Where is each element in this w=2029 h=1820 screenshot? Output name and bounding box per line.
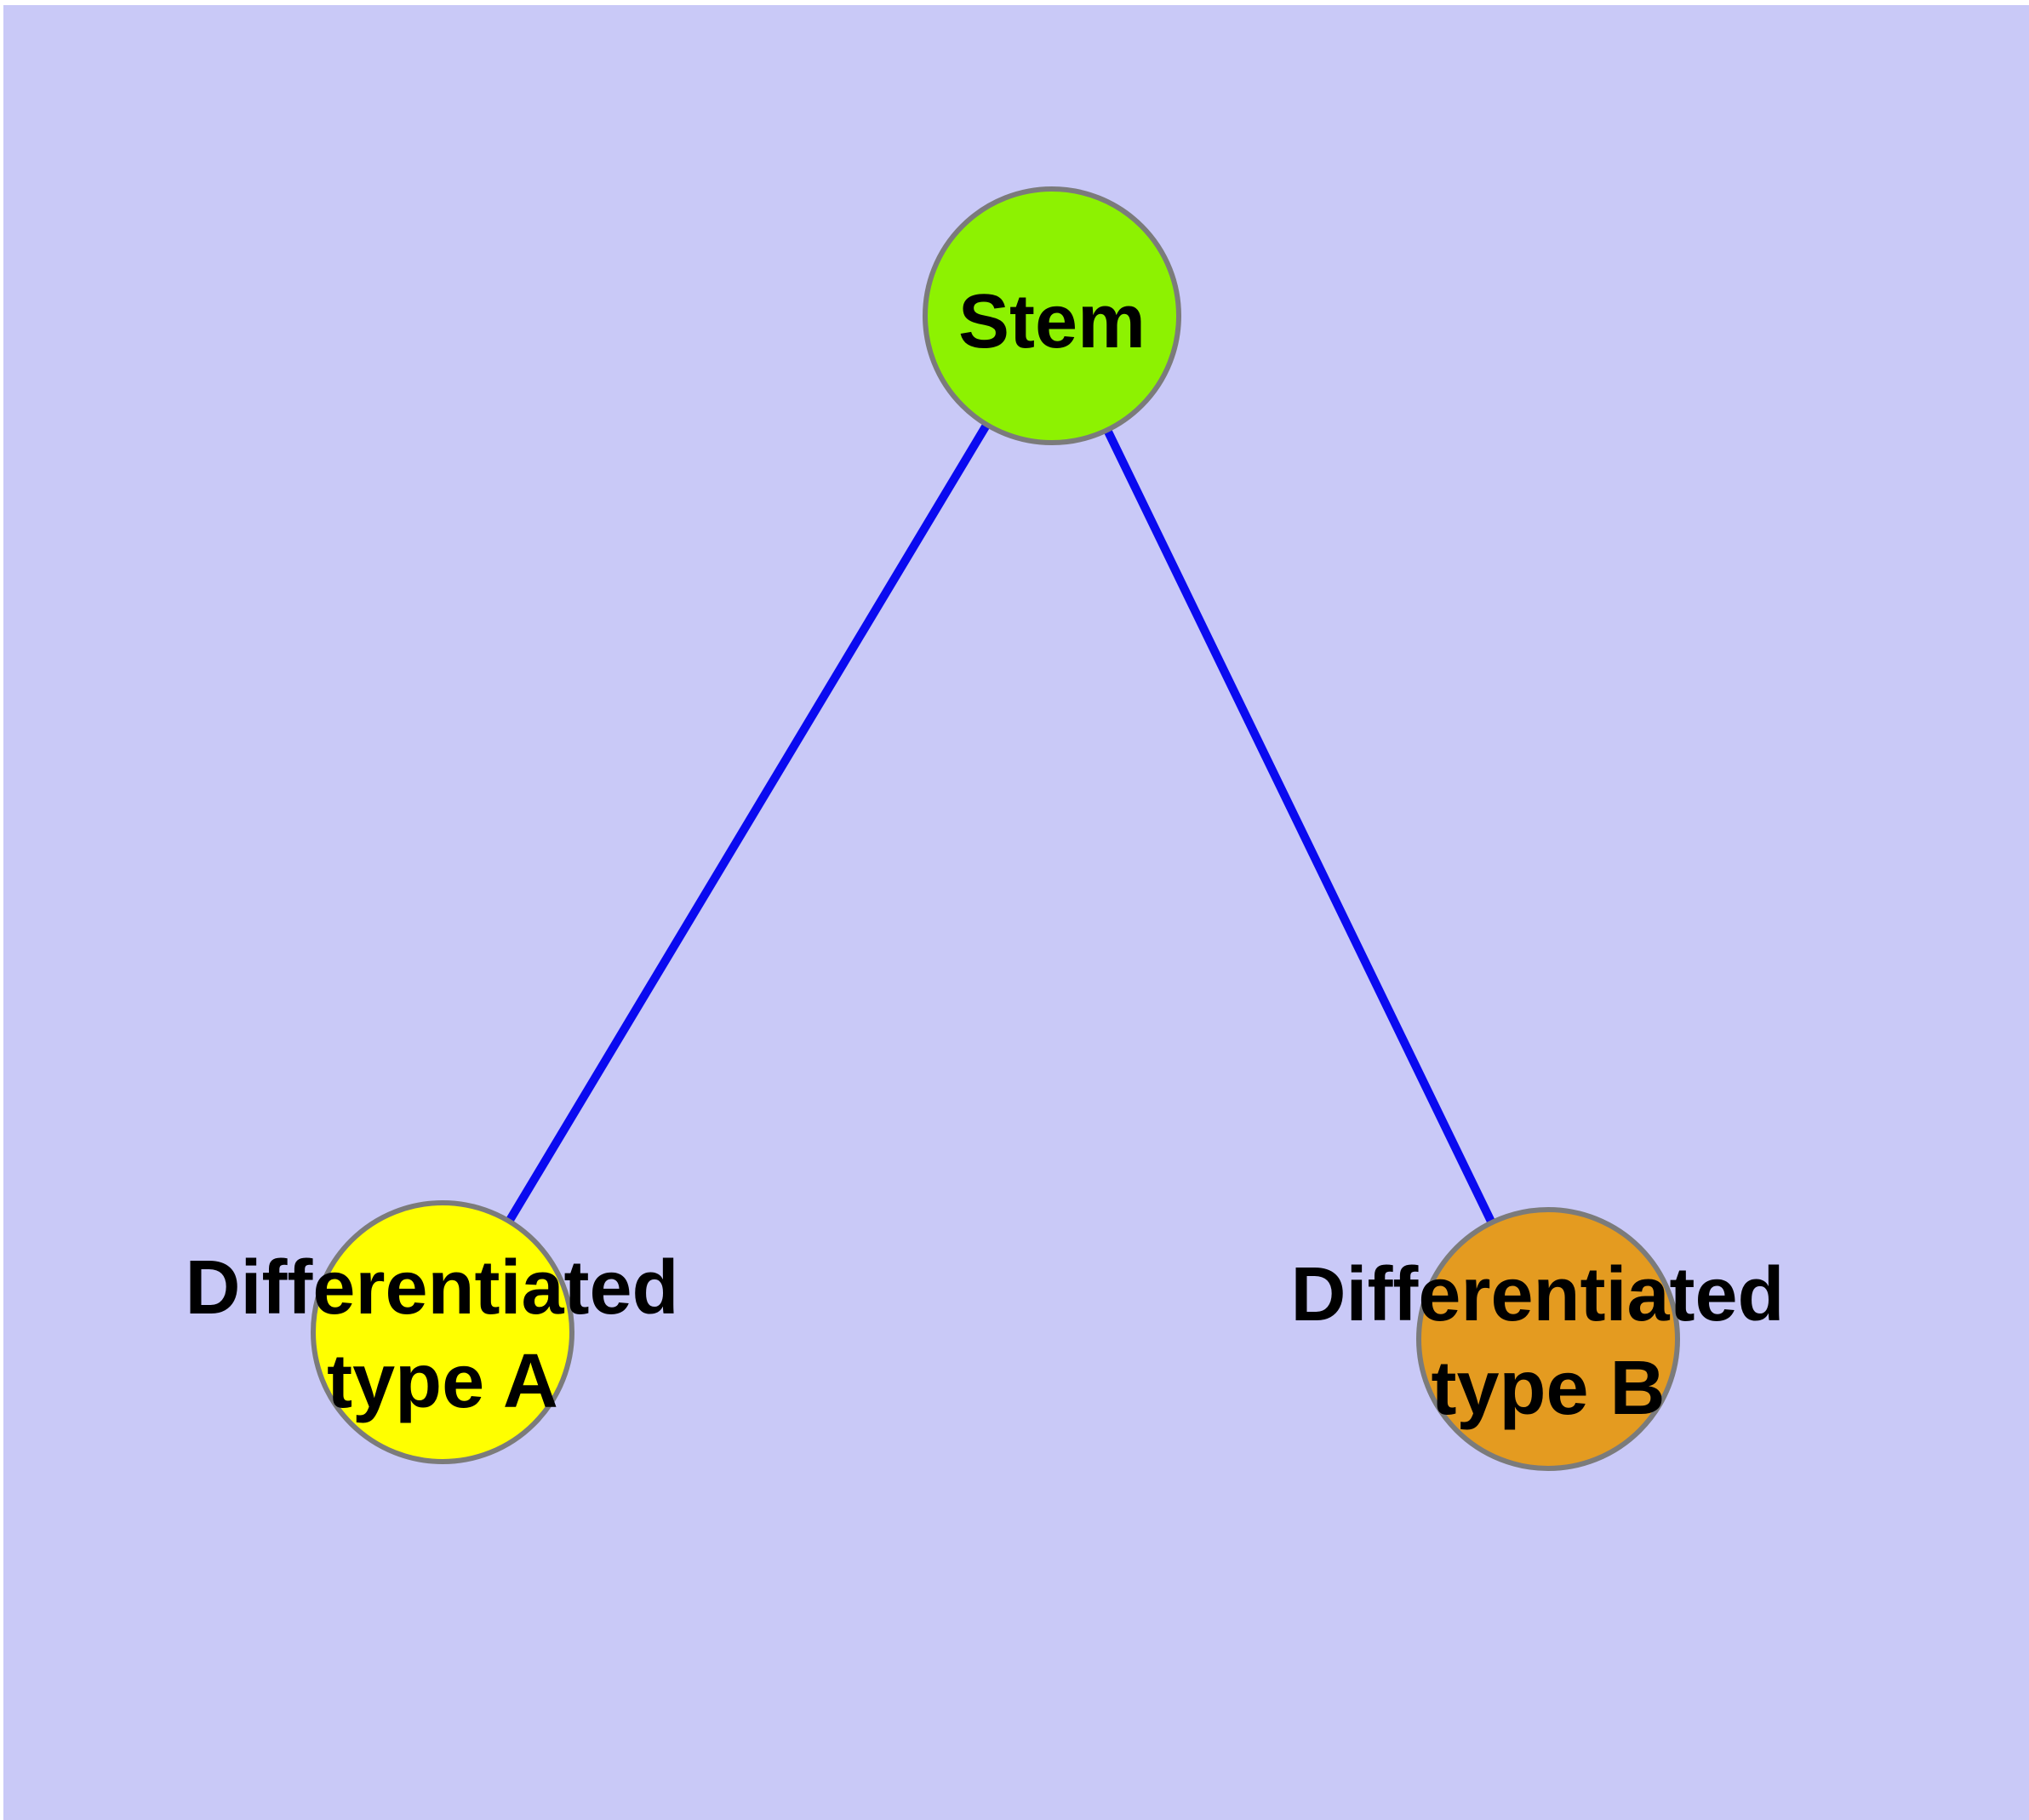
node-differentiated-type-b: Differentiated type B	[1290, 1207, 1805, 1471]
node-type-a-circle	[311, 1200, 574, 1464]
edge-group	[438, 313, 1552, 1342]
node-stem: Stem	[923, 186, 1181, 445]
edge-stem-to-type-a	[438, 313, 1056, 1335]
node-type-b-label: Differentiated type B	[1290, 1252, 1805, 1431]
node-type-a-label: Differentiated type A	[185, 1245, 700, 1424]
node-stem-label: Stem	[958, 279, 1146, 364]
edge-stem-to-type-b	[1048, 313, 1552, 1342]
node-stem-circle	[923, 186, 1181, 445]
node-type-b-circle	[1416, 1207, 1680, 1471]
node-differentiated-type-a: Differentiated type A	[185, 1200, 700, 1464]
